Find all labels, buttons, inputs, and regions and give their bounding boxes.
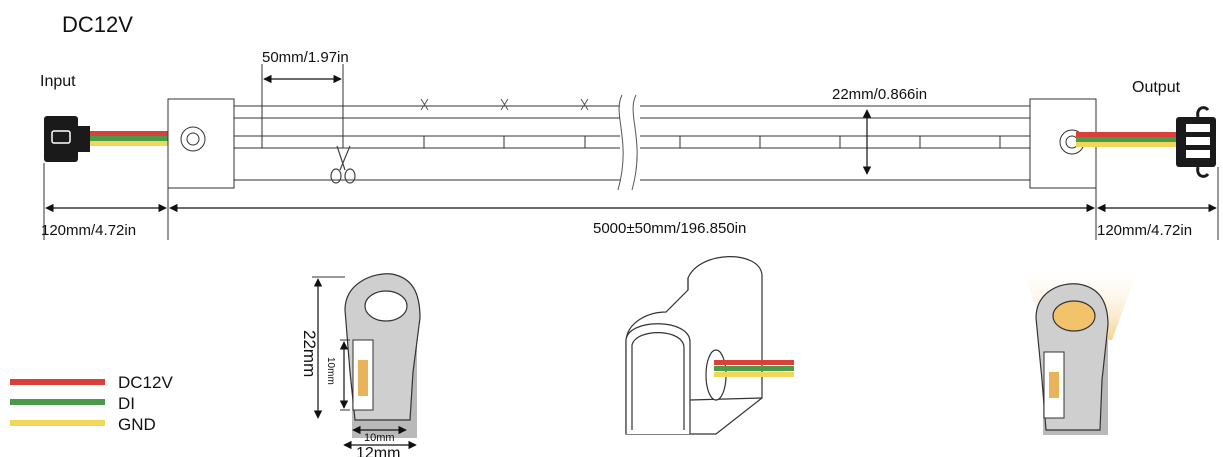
section-outer-width-label: 12mm — [356, 445, 400, 457]
section-height-label: 22mm — [300, 330, 319, 377]
input-label: Input — [40, 73, 76, 90]
strip-3d-wires — [714, 360, 794, 377]
section-inner-height-label: 10mm — [325, 357, 336, 385]
cut-x-marks — [420, 98, 589, 111]
cross-section-profile — [344, 273, 421, 438]
lead-right-label: 120mm/4.72in — [1097, 222, 1192, 239]
legend-label-dc12v: DC12V — [118, 373, 173, 392]
input-wires — [90, 131, 185, 146]
cut-spacing-dimension — [261, 64, 344, 136]
legend-label-di: DI — [118, 394, 135, 413]
lead-left-label: 120mm/4.72in — [41, 222, 136, 239]
legend-swatch-dc12v — [10, 379, 105, 385]
glow-profile — [1020, 263, 1140, 435]
scissors-icon — [330, 145, 356, 184]
wire-legend: DC12V DI GND — [10, 373, 173, 434]
length-dimensions — [43, 163, 1219, 240]
legend-swatch-di — [10, 399, 105, 405]
output-connector-icon — [1176, 106, 1216, 178]
voltage-title: DC12V — [62, 12, 133, 37]
input-connector-icon — [44, 116, 90, 162]
height-label: 22mm/0.866in — [832, 86, 927, 103]
strip-3d-view — [625, 256, 763, 435]
output-label: Output — [1132, 79, 1181, 96]
left-end-cap — [167, 98, 235, 189]
cross-section-dimensions — [312, 276, 417, 450]
output-wires — [1076, 132, 1176, 147]
section-inner-width-label: 10mm — [364, 432, 395, 444]
strip-body — [234, 94, 1030, 191]
legend-label-gnd: GND — [118, 415, 156, 434]
cut-spacing-label: 50mm/1.97in — [262, 49, 349, 66]
legend-swatch-gnd — [10, 420, 105, 426]
length-label: 5000±50mm/196.850in — [593, 220, 746, 237]
